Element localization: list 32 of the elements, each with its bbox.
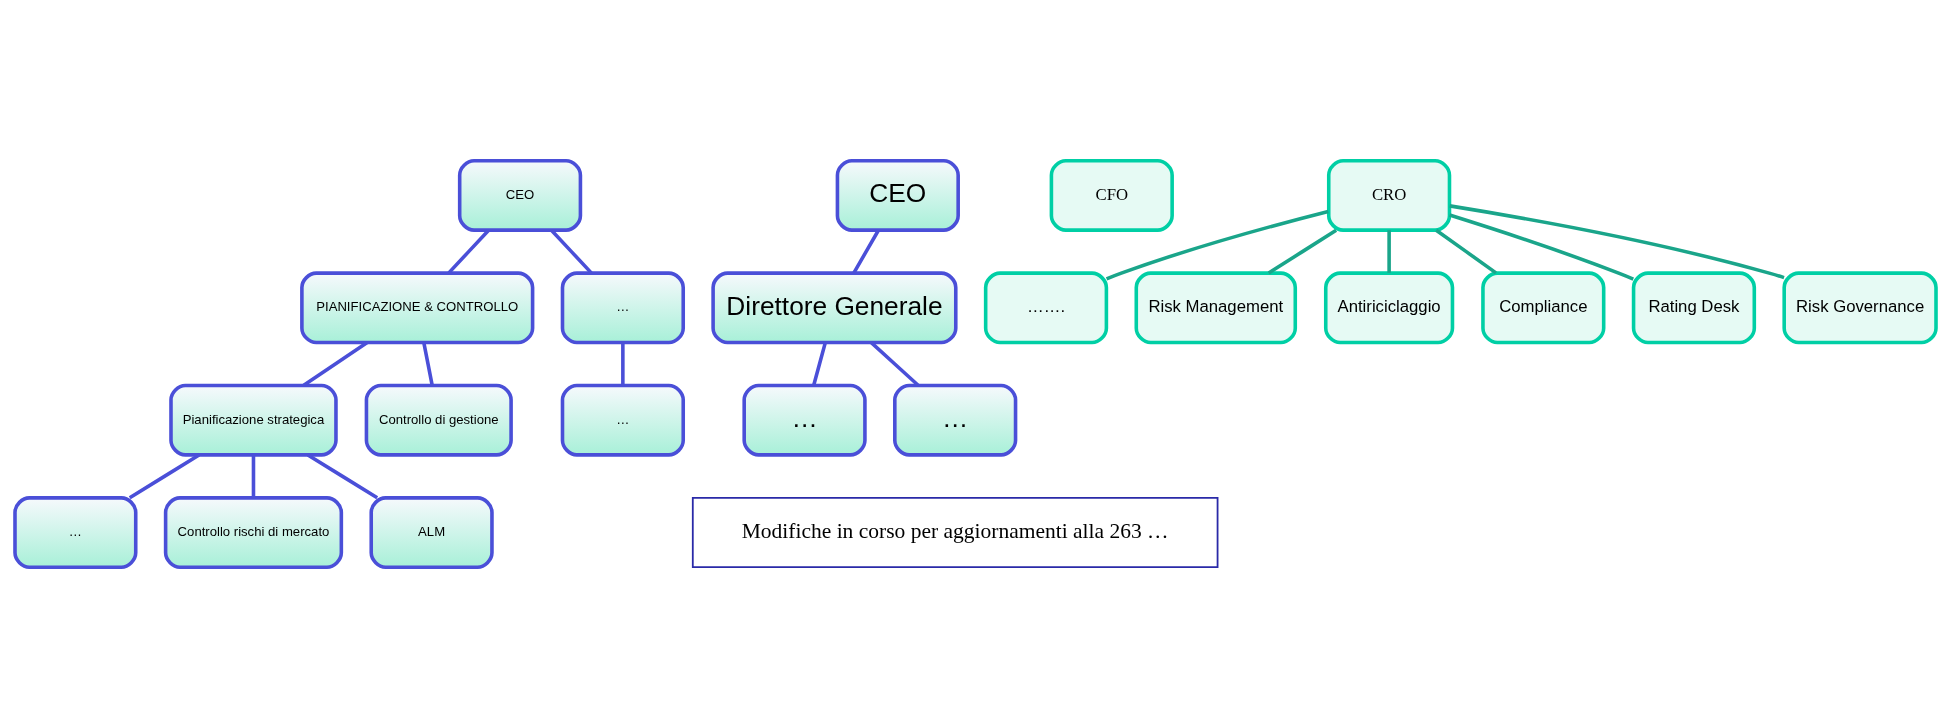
node-box: Compliance [1481,270,1606,344]
node-box: … [742,383,867,457]
node-box: … [893,383,1018,457]
connector [422,341,434,386]
connector [1267,228,1338,275]
node-box: ALM [369,495,494,569]
node-box: … [560,383,685,457]
connector [251,454,256,498]
connector [1105,209,1329,280]
connector [621,342,625,385]
node-box: Risk Governance [1782,270,1938,344]
node-box: CEO [835,158,960,232]
node-box: Antiriciclaggio [1323,270,1455,344]
connector [812,341,828,386]
node-box: CFO [1049,158,1174,232]
node-box: PIANIFICAZIONE & CONTROLLO [300,270,535,344]
node-box: Controllo rischi di mercato [163,495,344,569]
connector [1449,203,1785,279]
node-box: CEO [457,158,583,232]
connector [1449,212,1634,281]
node-box: Pianificazione strategica [169,383,338,457]
node-box: … [13,495,138,569]
node-box: Risk Management [1134,270,1298,344]
node-box: … [560,270,685,344]
node-box: CRO [1326,158,1452,232]
node-box: Modifiche in corso per aggiornamenti alla 263 … [691,496,1219,568]
connector [1387,229,1391,273]
node-box: Direttore Generale [711,270,958,344]
node-box: Rating Desk [1631,270,1757,344]
node-box: Controllo di gestione [364,383,513,457]
node-box: ……. [983,270,1109,344]
connector [1435,228,1497,274]
